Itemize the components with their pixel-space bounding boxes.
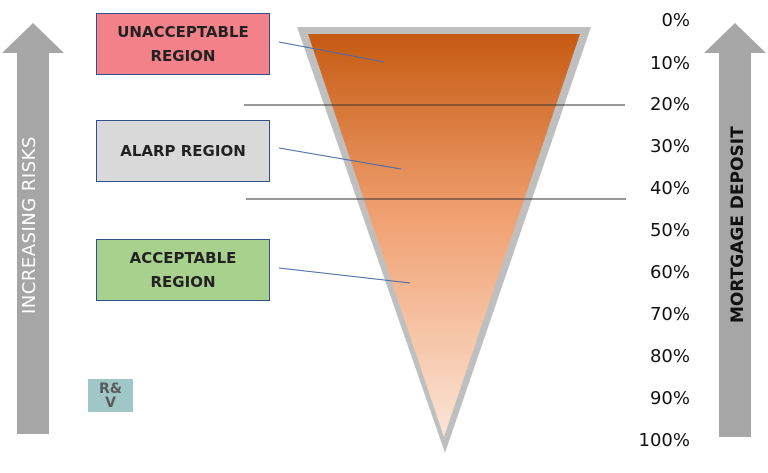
acceptable-region-label: ACCEPTABLE REGION (129, 249, 237, 291)
percent-label: 60% (649, 262, 690, 283)
percent-label: 30% (649, 136, 690, 157)
percent-label: 90% (649, 388, 690, 409)
connector-acceptable (278, 267, 411, 284)
mortgage-deposit-label: MORTGAGE DEPOSIT (728, 126, 748, 323)
percent-label: 0% (661, 10, 690, 31)
percent-label: 50% (649, 220, 690, 241)
funnel-fill (308, 34, 580, 437)
percent-label: 100% (638, 430, 690, 451)
connector-alarp (278, 147, 402, 170)
rv-badge-text: R& V (99, 380, 122, 411)
unacceptable-region-box: UNACCEPTABLE REGION (96, 13, 270, 75)
percent-label: 20% (649, 94, 690, 115)
alarp-region-box: ALARP REGION (96, 120, 270, 182)
percent-label: 40% (649, 178, 690, 199)
rv-badge: R& V (88, 379, 133, 412)
percent-label: 80% (649, 346, 690, 367)
alarp-region-label: ALARP REGION (120, 142, 246, 160)
increasing-risks-arrow (2, 23, 64, 434)
mortgage-deposit-arrow (704, 23, 766, 437)
percent-label: 10% (649, 53, 690, 74)
percent-label: 70% (649, 304, 690, 325)
unacceptable-region-label: UNACCEPTABLE REGION (117, 23, 249, 65)
connector-unacceptable (278, 41, 385, 63)
acceptable-region-box: ACCEPTABLE REGION (96, 239, 270, 301)
increasing-risks-label: INCREASING RISKS (19, 136, 40, 314)
